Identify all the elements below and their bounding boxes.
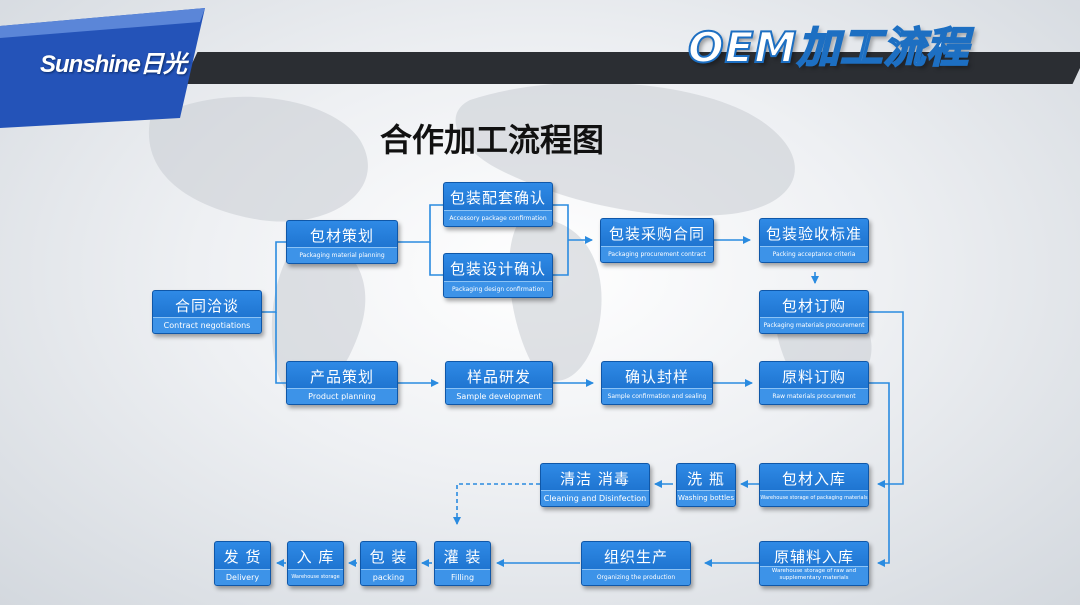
node-label-en: Filling xyxy=(435,569,490,585)
node-label-en: Sample confirmation and sealing xyxy=(602,388,712,404)
node-label-zh: 包材入库 xyxy=(781,470,846,488)
connector-plan-fork xyxy=(398,204,443,243)
node-label-en: Packaging procurement contract xyxy=(601,246,713,262)
node-label-zh: 样品研发 xyxy=(466,368,531,386)
node-label-en: Packaging materials procurement xyxy=(760,317,868,333)
connector-contract-branch xyxy=(262,241,286,313)
connector-pkg-to-storage xyxy=(868,311,904,488)
node-raw-storage: 原辅料入库 Warehouse storage of raw and suppl… xyxy=(759,541,869,586)
node-label-en: Accessory package confirmation xyxy=(444,210,552,226)
node-label-zh: 合同洽谈 xyxy=(174,297,239,315)
node-washing-bottles: 洗 瓶 Washing bottles xyxy=(676,463,736,507)
node-label-zh: 产品策划 xyxy=(309,368,374,386)
node-label-en: Product planning xyxy=(287,388,397,404)
node-label-zh: 包材策划 xyxy=(309,227,374,245)
node-label-en: Packaging design confirmation xyxy=(444,281,552,297)
node-label-zh: 包装验收标准 xyxy=(765,225,862,243)
diagram-title: 合作加工流程图 xyxy=(380,121,605,159)
node-packaging-planning: 包材策划 Packaging material planning xyxy=(286,220,398,264)
node-label-en: packing xyxy=(361,569,416,585)
node-label-en: Contract negotiations xyxy=(153,317,261,333)
node-label-en: Warehouse storage of raw and supplementa… xyxy=(760,566,868,585)
node-label-zh: 入 库 xyxy=(296,548,335,566)
node-label-en: Packing acceptance criteria xyxy=(760,246,868,262)
node-label-en: Delivery xyxy=(215,569,270,585)
node-label-zh: 原辅料入库 xyxy=(773,548,854,566)
node-label-en: Raw materials procurement xyxy=(760,388,868,404)
node-label-zh: 包材订购 xyxy=(781,297,846,315)
node-packing: 包 装 packing xyxy=(360,541,417,586)
node-label-en: Packaging material planning xyxy=(287,247,397,263)
node-label-zh: 发 货 xyxy=(223,548,262,566)
node-label-zh: 灌 装 xyxy=(443,548,482,566)
connector-merge xyxy=(553,204,569,276)
node-acceptance-criteria: 包装验收标准 Packing acceptance criteria xyxy=(759,218,869,263)
connector-raw-to-storage xyxy=(868,382,890,567)
node-label-en: Washing bottles xyxy=(677,490,735,506)
logo-banner xyxy=(0,8,205,128)
node-procurement-contract: 包装采购合同 Packaging procurement contract xyxy=(600,218,714,263)
node-product-planning: 产品策划 Product planning xyxy=(286,361,398,405)
node-filling: 灌 装 Filling xyxy=(434,541,491,586)
node-label-en: Sample development xyxy=(446,388,552,404)
node-design-confirmation: 包装设计确认 Packaging design confirmation xyxy=(443,253,553,298)
node-cleaning-disinfection: 清洁 消毒 Cleaning and Disinfection xyxy=(540,463,650,507)
node-label-en: Warehouse storage of packaging materials xyxy=(760,490,868,506)
node-label-zh: 包装配套确认 xyxy=(449,189,546,207)
connector-contract-product xyxy=(275,312,286,384)
node-sample-development: 样品研发 Sample development xyxy=(445,361,553,405)
node-warehouse-storage: 入 库 Warehouse storage xyxy=(287,541,344,586)
node-label-en: Organizing the production xyxy=(582,569,690,585)
node-label-zh: 清洁 消毒 xyxy=(560,470,630,488)
node-label-zh: 组织生产 xyxy=(603,548,668,566)
brand-logo: Sunshine日光 xyxy=(40,51,187,78)
node-contract-negotiations: 合同洽谈 Contract negotiations xyxy=(152,290,262,334)
node-accessory-confirmation: 包装配套确认 Accessory package confirmation xyxy=(443,182,553,227)
node-label-zh: 确认封样 xyxy=(624,368,689,386)
node-label-zh: 洗 瓶 xyxy=(687,470,725,488)
node-label-en: Cleaning and Disinfection xyxy=(541,490,649,506)
node-label-zh: 包装采购合同 xyxy=(608,225,705,243)
connector-cleaning-filling xyxy=(453,483,540,525)
node-label-zh: 包装设计确认 xyxy=(449,260,546,278)
header-title: OEM加工流程 xyxy=(687,22,970,73)
node-organize-production: 组织生产 Organizing the production xyxy=(581,541,691,586)
node-label-en: Warehouse storage xyxy=(288,569,343,585)
node-packaging-purchase: 包材订购 Packaging materials procurement xyxy=(759,290,869,334)
node-packaging-storage: 包材入库 Warehouse storage of packaging mate… xyxy=(759,463,869,507)
node-sample-sealing: 确认封样 Sample confirmation and sealing xyxy=(601,361,713,405)
node-raw-purchase: 原料订购 Raw materials procurement xyxy=(759,361,869,405)
node-label-zh: 原料订购 xyxy=(781,368,846,386)
node-delivery: 发 货 Delivery xyxy=(214,541,271,586)
node-label-zh: 包 装 xyxy=(369,548,408,566)
